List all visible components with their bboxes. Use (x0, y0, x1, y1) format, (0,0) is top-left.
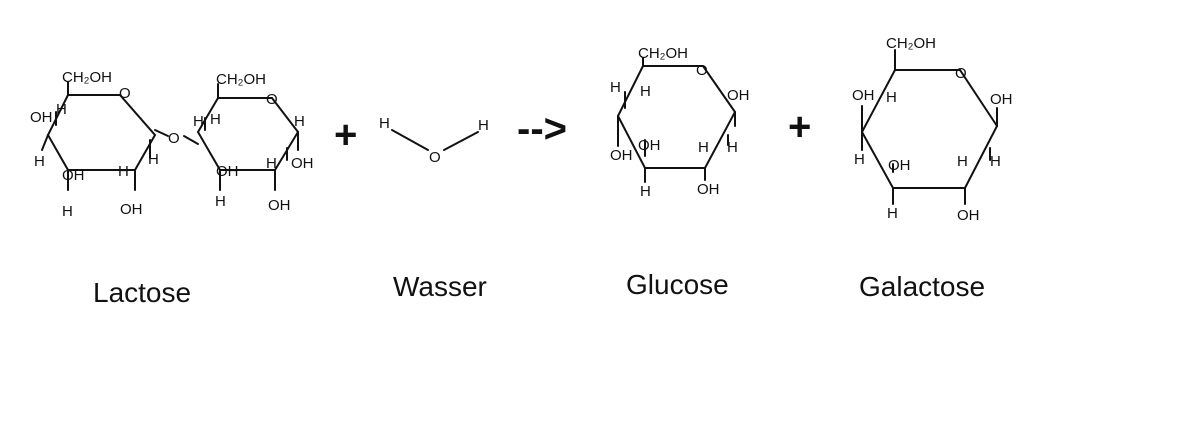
atom-oh: OH (957, 207, 980, 224)
atom-oh: OH (697, 181, 720, 198)
atom-h: H (266, 155, 277, 172)
atom-h: H (887, 205, 898, 222)
atom-h: H (34, 153, 45, 170)
atom-oh: OH (216, 163, 239, 180)
atom-h: H (193, 113, 204, 130)
atom-oh: OH (291, 155, 314, 172)
atom-ring-o: O (266, 91, 278, 108)
atom-h: H (379, 115, 390, 132)
atom-o: O (429, 149, 441, 166)
atom-oh: OH (888, 157, 911, 174)
atom-h: H (698, 139, 709, 156)
atom-h: H (478, 117, 489, 134)
label-glucose: Glucose (626, 269, 729, 300)
galactose-ring (860, 69, 999, 189)
glucose-ring (616, 65, 737, 169)
atom-h: H (215, 193, 226, 210)
atom-oh: OH (852, 87, 875, 104)
atom-h: H (854, 151, 865, 168)
lactose-molecule: CH₂OH O OH H H OH H H H OH O CH₂OH O H H… (30, 69, 314, 220)
reaction-arrow: --> (517, 107, 567, 151)
atom-oh: OH (638, 137, 661, 154)
atom-ring-o: O (119, 85, 131, 102)
atom-oh: OH (610, 147, 633, 164)
atom-h: H (118, 163, 129, 180)
atom-ch2oh: CH₂OH (62, 69, 112, 86)
plus-sign: + (788, 105, 811, 149)
atom-ch2oh: CH₂OH (216, 71, 266, 88)
atom-glycosidic-o: O (168, 130, 180, 147)
atom-oh: OH (62, 167, 85, 184)
atom-ch2oh: CH₂OH (886, 35, 936, 52)
atom-h: H (640, 83, 651, 100)
atom-h: H (56, 101, 67, 118)
atom-ring-o: O (955, 65, 967, 82)
atom-h: H (886, 89, 897, 106)
atom-oh: OH (268, 197, 291, 214)
atom-h: H (148, 151, 159, 168)
atom-h: H (990, 153, 1001, 170)
atom-h: H (640, 183, 651, 200)
atom-h: H (957, 153, 968, 170)
galactose-molecule: CH₂OH O OH H OH H OH H H H OH (852, 35, 1013, 224)
lactose-ring-right (196, 97, 300, 171)
label-water: Wasser (393, 271, 487, 302)
atom-h: H (210, 111, 221, 128)
atom-h: H (610, 79, 621, 96)
atom-h: H (294, 113, 305, 130)
water-molecule: H O H (379, 115, 489, 166)
label-galactose: Galactose (859, 271, 985, 302)
atom-oh: OH (990, 91, 1013, 108)
plus-sign: + (334, 113, 357, 157)
atom-ch2oh: CH₂OH (638, 45, 688, 62)
atom-oh: OH (727, 87, 750, 104)
label-lactose: Lactose (93, 277, 191, 308)
atom-ring-o: O (696, 62, 708, 79)
atom-h: H (62, 203, 73, 220)
glucose-molecule: CH₂OH O H H OH OH OH H H H OH (610, 45, 750, 200)
atom-oh: OH (30, 109, 53, 126)
atom-h: H (727, 139, 738, 156)
atom-oh: OH (120, 201, 143, 218)
